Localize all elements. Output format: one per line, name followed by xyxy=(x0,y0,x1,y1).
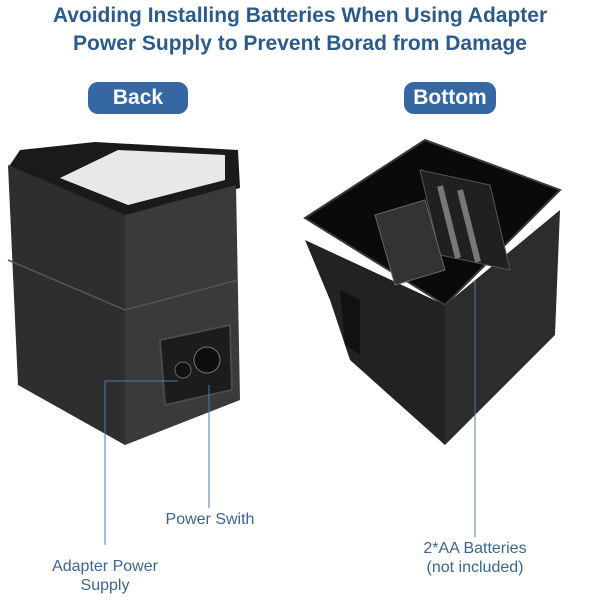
dc-jack-icon xyxy=(174,361,192,379)
switch-panel xyxy=(158,323,234,407)
back-view-box xyxy=(7,142,240,445)
battery-cover xyxy=(374,199,446,286)
adapter-label-line-2: Supply xyxy=(80,577,130,594)
headline-line-1: Avoiding Installing Batteries When Using… xyxy=(52,4,548,27)
adapter-callout-line xyxy=(104,380,178,545)
adapter-label-line-1: Adapter Power xyxy=(52,558,158,575)
battery-compartment xyxy=(374,169,511,286)
power-switch-label: Power Swith xyxy=(165,511,255,528)
power-switch-icon xyxy=(193,346,221,374)
batteries-label-line-2: (not included) xyxy=(426,559,524,576)
batteries-label-line-1: 2*AA Batteries xyxy=(423,540,527,557)
bottom-view-box xyxy=(303,138,562,445)
headline-line-2: Power Supply to Prevent Borad from Damag… xyxy=(73,32,527,55)
back-view-label: Back xyxy=(88,82,188,114)
bottom-view-label: Bottom xyxy=(404,82,496,114)
